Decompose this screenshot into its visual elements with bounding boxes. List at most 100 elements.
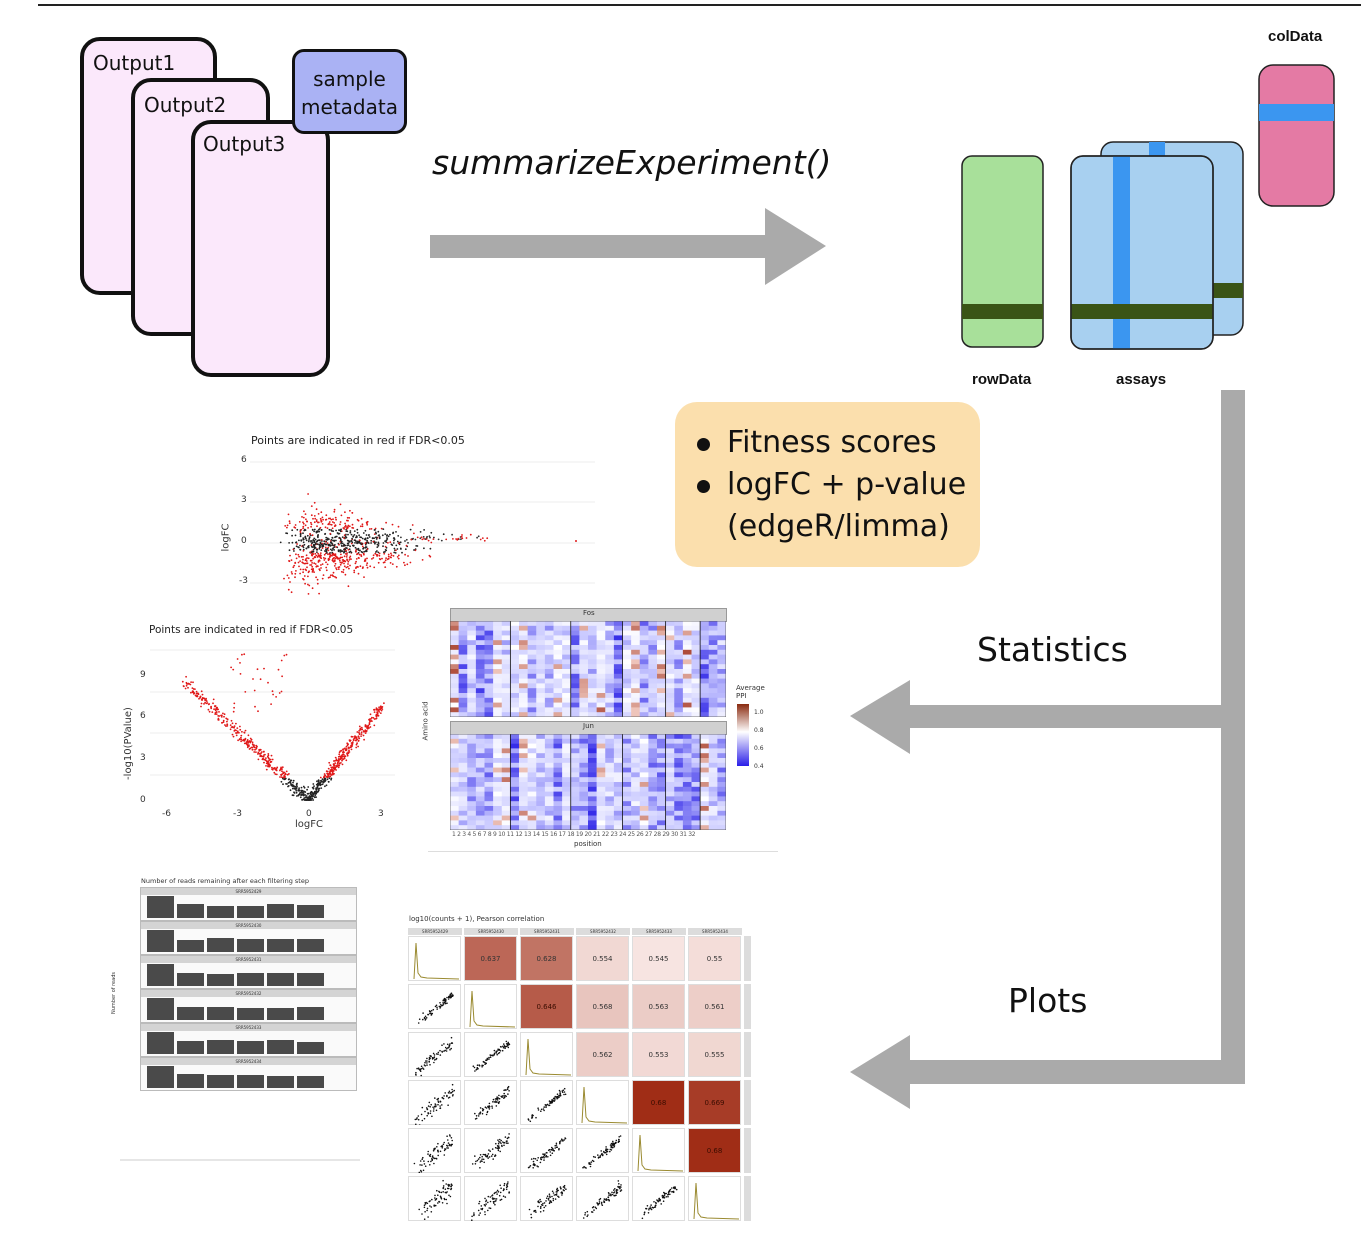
ma-point: [364, 546, 367, 549]
heatmap-cell: [691, 688, 701, 694]
heatmap-cell: [665, 688, 675, 694]
ma-point: [296, 528, 299, 531]
heatmap-cell: [484, 707, 494, 713]
ma-point: [383, 561, 386, 564]
volcano-point: [244, 691, 247, 693]
heatmap-cell: [458, 683, 468, 689]
volcano-point: [364, 732, 367, 734]
volcano-point: [258, 752, 261, 755]
volcano-point: [339, 755, 341, 758]
ma-point: [310, 545, 313, 548]
ma-point: [298, 521, 301, 523]
scatter-point: [432, 1008, 435, 1011]
volcano-point: [253, 689, 256, 692]
heatmap-cell: [501, 738, 511, 744]
volcano-point: [312, 799, 315, 801]
ma-point: [404, 540, 406, 542]
scatter-point: [539, 1161, 542, 1164]
ma-point: [295, 553, 297, 556]
heatmap-cell: [613, 758, 623, 764]
volcano-point: [368, 718, 370, 721]
scatter-point: [444, 1049, 446, 1052]
heatmap-cell: [588, 645, 597, 651]
scatter-point: [477, 1158, 480, 1160]
ma-point: [288, 542, 290, 544]
ma-point: [321, 547, 324, 549]
ma-point: [375, 538, 378, 540]
heatmap-cell: [519, 748, 528, 754]
heatmap-cell: [579, 767, 589, 773]
scatter-point: [493, 1052, 496, 1055]
scatter-point: [429, 1200, 431, 1202]
heatmap-cell: [613, 630, 623, 636]
heatmap-cell: [562, 621, 572, 627]
heatmap-cell: [458, 645, 468, 651]
heatmap-cell: [639, 810, 649, 816]
volcano-point: [313, 796, 316, 799]
heatmap-cell: [570, 782, 580, 788]
ma-point: [330, 541, 332, 544]
heatmap-cell: [579, 762, 589, 768]
ma-point: [322, 557, 325, 559]
volcano-point: [244, 729, 247, 732]
ma-point: [310, 525, 312, 528]
ma-point: [347, 560, 350, 563]
scatter-point: [485, 1113, 488, 1116]
scatter-point: [439, 1100, 442, 1103]
heatmap-cell: [484, 786, 494, 792]
heatmap-cell: [588, 825, 597, 830]
scatter-point: [555, 1146, 558, 1148]
scatter-point: [565, 1188, 567, 1190]
scatter-point: [562, 1189, 565, 1191]
ma-point: [300, 556, 303, 558]
ma-point: [332, 571, 335, 574]
volcano-point: [200, 705, 202, 708]
histogram-svg: [581, 1086, 628, 1124]
heatmap-cell: [553, 762, 563, 768]
heatmap-cell: [708, 635, 718, 641]
ma-point: [314, 517, 317, 520]
scatter-point: [425, 1107, 428, 1109]
heatmap-cell: [631, 810, 641, 816]
volcano-point: [257, 758, 260, 761]
ma-point: [376, 546, 379, 548]
heatmap-cell: [648, 654, 658, 660]
heatmap-cell: [622, 659, 632, 665]
ma-point: [376, 554, 379, 556]
volcano-point: [289, 779, 292, 782]
ma-point: [313, 537, 316, 540]
heatmap-cell: [450, 786, 459, 792]
scatter-point: [418, 1018, 421, 1020]
scatter-point: [450, 1047, 452, 1050]
scatter-point: [502, 1195, 505, 1197]
ma-point: [319, 554, 322, 556]
heatmap-cell: [519, 772, 528, 778]
scatter-point: [439, 1107, 442, 1109]
heatmap-cell: [570, 673, 580, 679]
heatmap-cell: [708, 748, 718, 754]
volcano-point: [321, 783, 324, 786]
ma-point: [334, 562, 337, 565]
scatter-point: [453, 1089, 455, 1092]
volcano-point: [317, 779, 320, 781]
ma-point: [333, 508, 336, 511]
heatmap-cell: [639, 664, 649, 670]
heatmap-cell: [665, 743, 675, 749]
scatter-point: [534, 1209, 537, 1212]
ma-point: [407, 555, 409, 557]
scatter-point: [445, 1050, 448, 1052]
heatmap-cell: [682, 645, 692, 651]
volcano-point: [182, 685, 185, 687]
scatter-point: [499, 1199, 502, 1201]
scatter-point: [643, 1211, 646, 1213]
scatter-point: [543, 1159, 545, 1161]
scatter-point: [601, 1204, 604, 1206]
ma-point: [328, 556, 331, 558]
ma-point: [396, 540, 399, 543]
heatmap-cell: [682, 791, 692, 797]
correlation-value: 0.68: [706, 1147, 723, 1155]
heatmap-cell: [691, 738, 701, 744]
scatter-point: [424, 1015, 427, 1018]
ma-point: [366, 548, 369, 550]
ma-point: [384, 540, 386, 542]
